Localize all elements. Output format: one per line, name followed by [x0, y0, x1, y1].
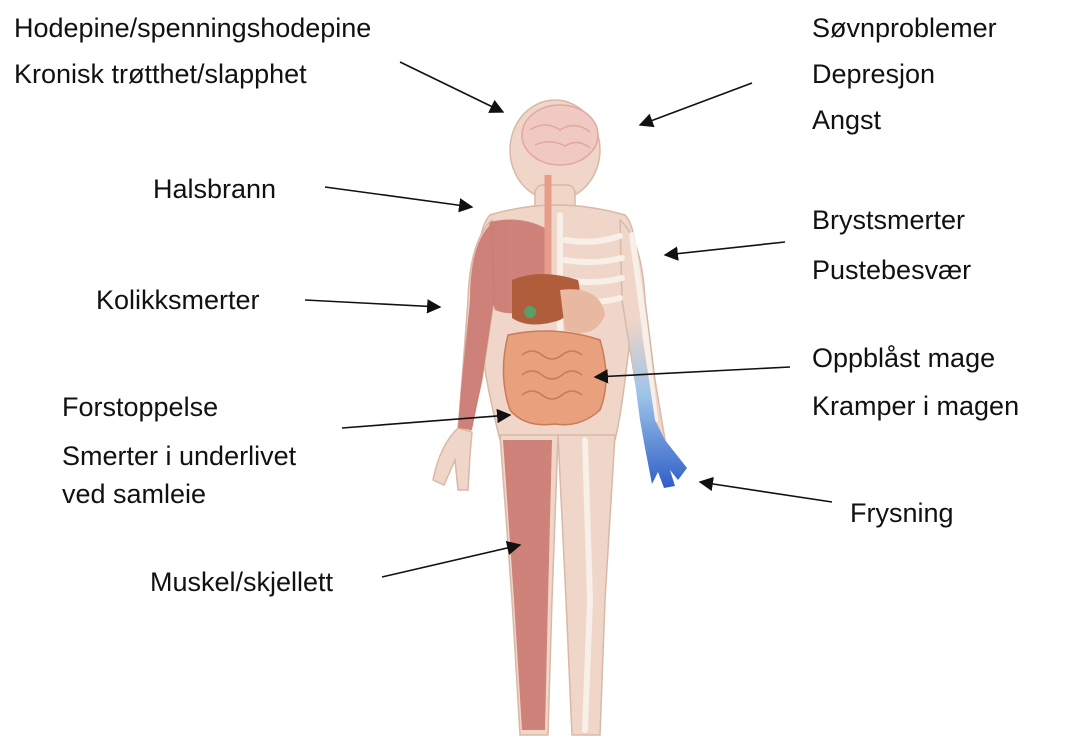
label-constipation: Forstoppelse	[62, 391, 218, 423]
label-sleep: Søvnproblemer	[812, 12, 997, 44]
brain	[522, 105, 598, 165]
label-anxiety: Angst	[812, 104, 881, 136]
label-chest-pain: Brystsmerter	[812, 204, 965, 236]
label-musculoskeletal: Muskel/skjellett	[150, 566, 333, 598]
label-fatigue: Kronisk trøtthet/slapphet	[14, 58, 307, 90]
label-headache: Hodepine/spenningshodepine	[14, 12, 371, 44]
label-pelvic-pain-1: Smerter i underlivet	[62, 440, 296, 472]
arrow-sleep	[640, 83, 752, 125]
arrow-chills	[700, 482, 832, 502]
label-pelvic-pain-2: ved samleie	[62, 478, 206, 510]
arrow-constipation	[342, 415, 510, 428]
label-heartburn: Halsbrann	[153, 173, 276, 205]
arrow-colic	[305, 300, 440, 307]
intestines	[503, 331, 606, 425]
arrow-chest	[665, 242, 785, 255]
label-cramps: Kramper i magen	[812, 390, 1019, 422]
arrow-headache	[400, 62, 503, 112]
label-chills: Frysning	[850, 497, 954, 529]
label-bloating: Oppblåst mage	[812, 342, 995, 374]
label-breathing: Pustebesvær	[812, 254, 971, 286]
label-depression: Depresjon	[812, 58, 935, 90]
arrow-musculoskeletal	[382, 545, 520, 577]
arrow-heartburn	[325, 187, 472, 207]
label-colic: Kolikksmerter	[96, 284, 260, 316]
